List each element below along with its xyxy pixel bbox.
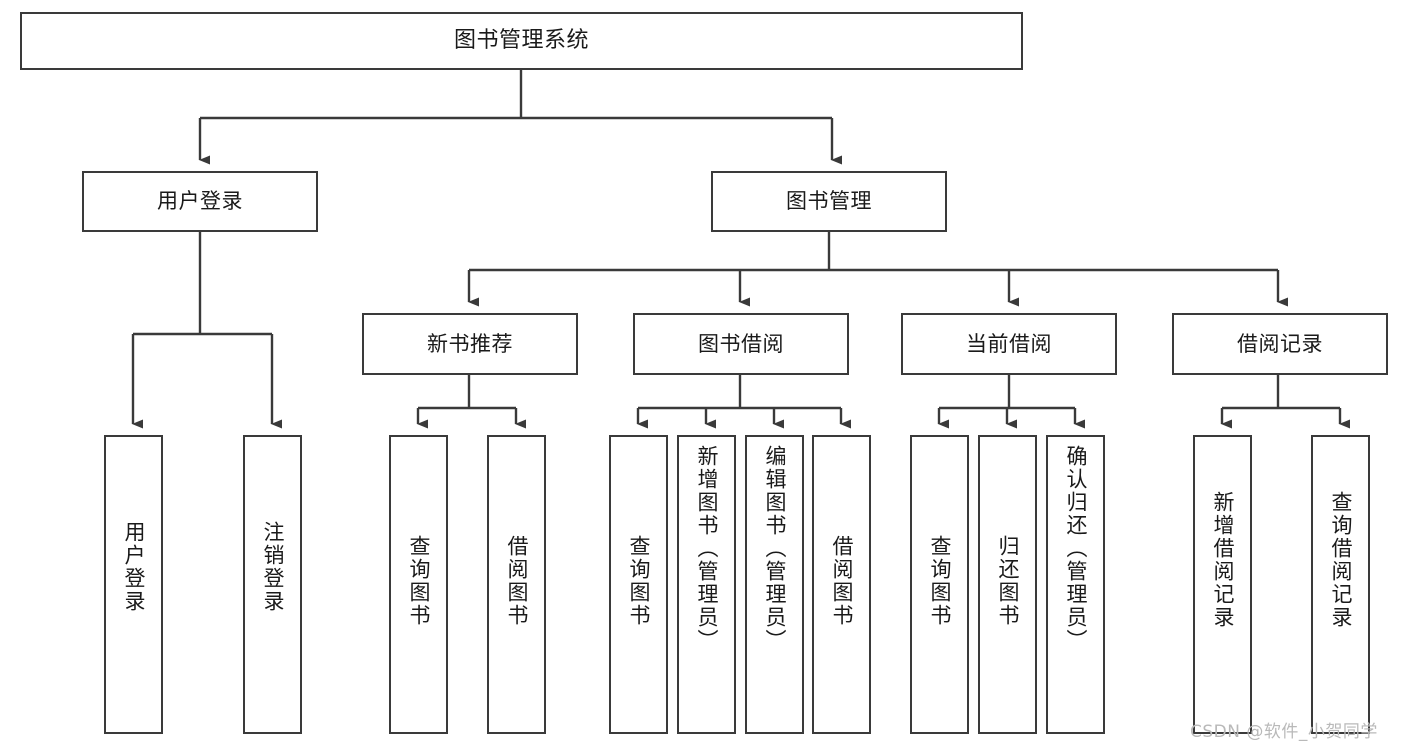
node-label: 归还图书	[996, 535, 1020, 627]
node-label: 用户登录	[157, 189, 243, 214]
node-leaf-query-borrow-record[interactable]: 查询借阅记录	[1311, 435, 1370, 734]
node-label: 借阅图书	[830, 535, 854, 627]
node-label: 注销登录	[261, 521, 285, 613]
node-leaf-borrow-book-recommendation[interactable]: 借阅图书	[487, 435, 546, 734]
node-label: 图书管理	[786, 189, 872, 214]
node-label: 查询图书	[627, 535, 651, 627]
node-book-borrowing[interactable]: 图书借阅	[633, 313, 849, 375]
node-leaf-user-login[interactable]: 用户登录	[104, 435, 163, 734]
node-label: 确认归还（管理员）	[1064, 445, 1088, 652]
node-book-management[interactable]: 图书管理	[711, 171, 947, 232]
node-label: 借阅记录	[1237, 331, 1323, 356]
node-leaf-query-book-borrowing[interactable]: 查询图书	[609, 435, 668, 734]
node-label: 编辑图书（管理员）	[763, 445, 787, 652]
node-label: 当前借阅	[966, 331, 1052, 356]
node-leaf-query-book-recommendation[interactable]: 查询图书	[389, 435, 448, 734]
node-leaf-logout-login[interactable]: 注销登录	[243, 435, 302, 734]
node-label: 新增借阅记录	[1211, 491, 1235, 629]
node-leaf-query-book-current[interactable]: 查询图书	[910, 435, 969, 734]
node-label: 图书管理系统	[453, 28, 589, 54]
node-borrowing-record[interactable]: 借阅记录	[1172, 313, 1388, 375]
node-leaf-add-borrow-record[interactable]: 新增借阅记录	[1193, 435, 1252, 734]
node-new-book-recommendation[interactable]: 新书推荐	[362, 313, 578, 375]
node-label: 新书推荐	[427, 331, 513, 356]
csdn-watermark: CSDN @软件_小贺同学	[1190, 722, 1378, 742]
node-leaf-borrow-book-borrowing[interactable]: 借阅图书	[812, 435, 871, 734]
node-leaf-add-book-admin[interactable]: 新增图书（管理员）	[677, 435, 736, 734]
node-label: 查询图书	[407, 535, 431, 627]
node-label: 查询借阅记录	[1329, 491, 1353, 629]
node-label: 图书借阅	[698, 331, 784, 356]
node-label: 用户登录	[122, 521, 146, 613]
node-label: 借阅图书	[505, 535, 529, 627]
node-root-book-management-system[interactable]: 图书管理系统	[20, 12, 1023, 70]
node-leaf-confirm-return-admin[interactable]: 确认归还（管理员）	[1046, 435, 1105, 734]
node-leaf-edit-book-admin[interactable]: 编辑图书（管理员）	[745, 435, 804, 734]
node-label: 查询图书	[928, 535, 952, 627]
node-label: 新增图书（管理员）	[695, 445, 719, 652]
node-user-login[interactable]: 用户登录	[82, 171, 318, 232]
node-current-borrowing[interactable]: 当前借阅	[901, 313, 1117, 375]
node-leaf-return-book[interactable]: 归还图书	[978, 435, 1037, 734]
